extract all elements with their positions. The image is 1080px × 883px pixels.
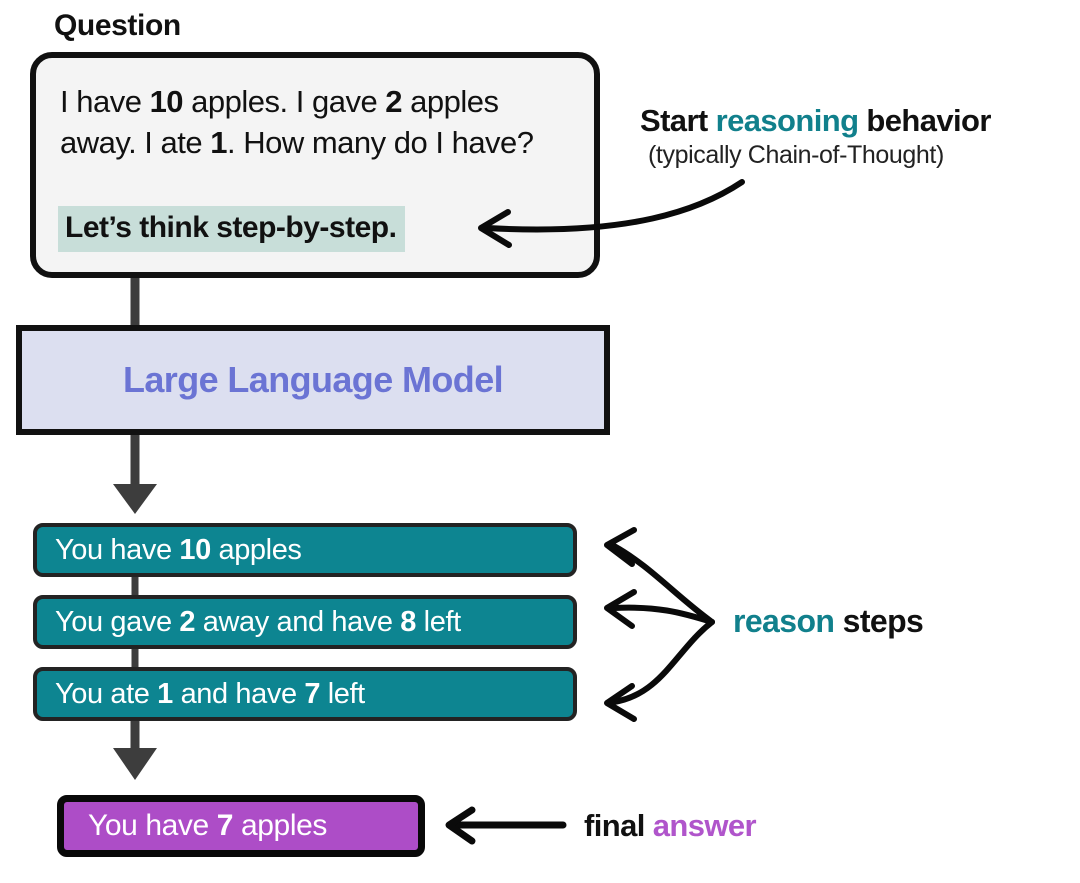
question-text-part-4: away. I ate [60,124,211,160]
answer-number: 7 [216,809,234,842]
step3-number-b: 1 [157,677,173,710]
reasoning-prefix: Start [640,103,716,138]
step2-number-d: 8 [400,605,417,638]
step3-number-d: 7 [304,677,321,710]
question-text-part-5: . How many do I have? [226,124,534,160]
final-answer-accent-word: answer [652,808,757,843]
step3-part-c: and have [172,677,305,710]
large-language-model-label: Large Language Model [122,359,504,400]
step1-part-c: apples [210,533,302,566]
question-card: I have 10 apples. I gave 2 apples away. … [30,52,600,278]
cot-prompt-highlight: Let’s think step-by-step. [58,206,406,252]
step2-part-c: away and have [195,605,401,638]
reasoning-accent-word: reasoning [715,103,859,138]
reasoning-annotation: Start reasoning behavior (typically Chai… [640,103,1070,170]
reasoning-annotation-subtext: (typically Chain-of-Thought) [648,141,944,170]
step2-part-a: You gave [55,605,180,638]
question-text-part-2: apples. I gave [183,84,386,119]
question-body-text: I have 10 apples. I gave 2 apples away. … [60,82,580,164]
step1-number-b: 10 [179,533,211,566]
answer-part-a: You have [88,809,217,842]
arrowhead-reason-steps-to-step3 [604,683,637,722]
reason-step-box-1: You have 10 apples [33,523,577,577]
arrowhead-reason-steps-to-step1 [604,527,637,567]
arrowhead-model-to-steps [113,484,157,514]
reason-step-box-3: You ate 1 and have 7 left [33,667,577,721]
question-number-1: 1 [210,124,227,160]
reasoning-suffix: behavior [858,103,991,138]
arrow-reason-steps-to-step1 [611,543,715,625]
large-language-model-box: Large Language Model [16,325,610,435]
arrow-reason-steps-to-step3 [611,619,715,705]
reason-steps-annotation: reason steps [733,603,924,640]
final-answer-prefix: final [584,808,653,843]
final-answer-annotation: final answer [584,808,757,844]
step3-part-e: left [320,677,365,710]
step1-part-a: You have [55,533,180,566]
question-number-2: 2 [385,84,403,119]
arrowhead-final-answer-to-box [445,806,476,845]
step2-number-b: 2 [179,605,196,638]
question-section-label: Question [54,9,181,42]
reason-steps-accent-word: reason [733,603,835,639]
arrowhead-steps-to-answer [113,748,157,780]
question-number-10: 10 [149,84,184,119]
question-text-part-1: I have [60,84,150,119]
final-answer-text: You have 7 apples [64,809,327,843]
answer-part-c: apples [233,809,327,842]
question-text-part-3: apples [402,84,499,119]
reason-steps-suffix: steps [834,603,924,639]
step2-part-e: left [416,605,461,638]
step3-part-a: You ate [55,677,158,710]
reasoning-annotation-headline: Start reasoning behavior [640,103,1070,138]
reason-step-text-2: You gave 2 away and have 8 left [37,606,461,639]
final-answer-box: You have 7 apples [57,795,425,857]
arrowhead-reason-steps-to-step2 [604,589,637,629]
reason-step-text-3: You ate 1 and have 7 left [37,678,365,711]
reason-step-box-2: You gave 2 away and have 8 left [33,595,577,649]
arrow-reason-steps-to-step2 [611,604,715,625]
reason-step-text-1: You have 10 apples [37,534,302,567]
